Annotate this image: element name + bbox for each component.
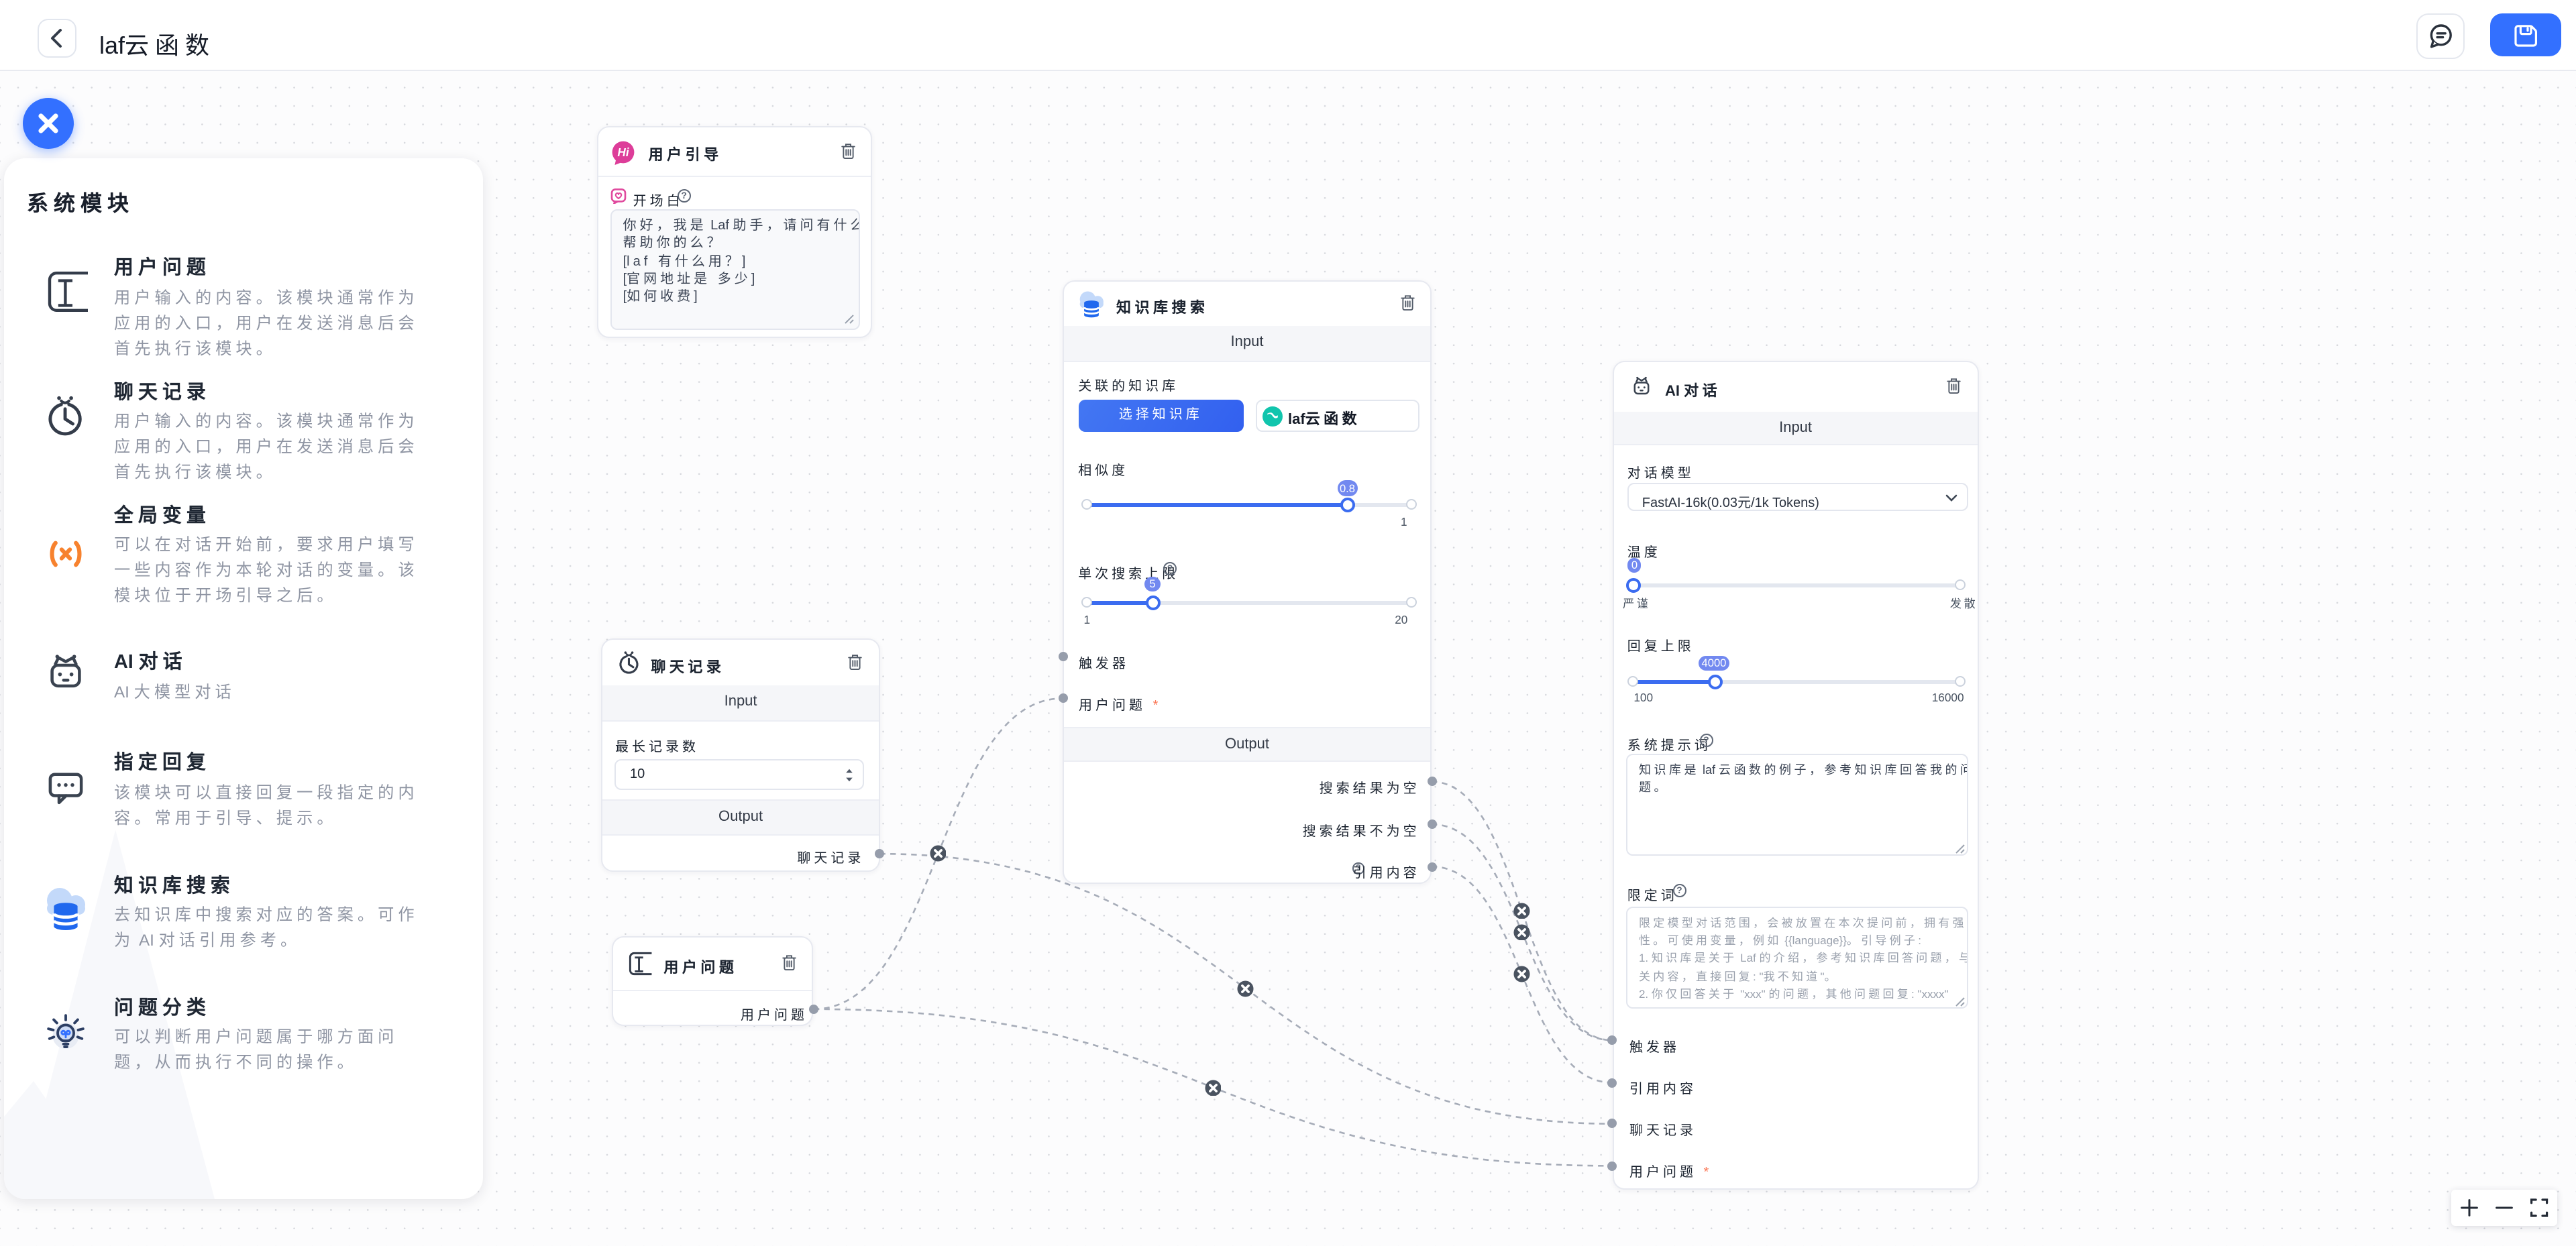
svg-text:Hi: Hi — [618, 145, 630, 158]
